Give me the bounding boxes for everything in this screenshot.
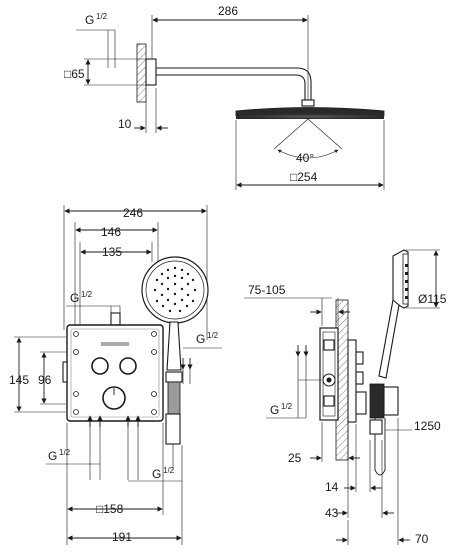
wall-range-label: 75-105 bbox=[248, 283, 286, 297]
mounting-box-inner bbox=[322, 331, 336, 417]
mixer-plate-inner bbox=[70, 328, 160, 418]
wall-flange bbox=[145, 58, 157, 86]
height-145-label: 145 bbox=[9, 373, 29, 387]
dim-25-label: 25 bbox=[288, 451, 302, 465]
holder-side-mount bbox=[383, 386, 399, 416]
hose-length-label: 1250 bbox=[414, 419, 441, 433]
g-half-bottom-right: G bbox=[152, 467, 161, 481]
total-width-label: 246 bbox=[123, 206, 143, 220]
g-half-top-head-frac: 1/2 bbox=[96, 12, 108, 21]
g-half-front-top-frac: 1/2 bbox=[81, 290, 93, 299]
g-half-front-top: G bbox=[70, 291, 79, 305]
wall-depth-label: 10 bbox=[118, 117, 132, 131]
shower-head-face bbox=[236, 114, 384, 119]
dim-70-label: 70 bbox=[415, 532, 429, 546]
head-connector bbox=[301, 99, 315, 107]
grohe-logo bbox=[101, 342, 129, 346]
hand-shower-side-nozzles bbox=[405, 264, 408, 299]
escutcheon-square-label: □65 bbox=[64, 67, 85, 81]
shower-arm bbox=[155, 67, 312, 101]
plate-screws bbox=[73, 331, 157, 415]
g-half-bottom-right-frac: 1/2 bbox=[163, 466, 175, 475]
height-96-label: 96 bbox=[38, 373, 52, 387]
g-half-side: G bbox=[270, 403, 279, 417]
hand-shower-handle bbox=[166, 321, 182, 371]
dim-43-label: 43 bbox=[325, 506, 339, 520]
top-outlet-stub bbox=[110, 312, 121, 326]
shower-head bbox=[235, 107, 385, 117]
knob-side-top bbox=[355, 351, 364, 365]
hose-connector bbox=[165, 413, 181, 445]
knob-side-bottom bbox=[355, 371, 364, 385]
arm-length-label: 286 bbox=[218, 4, 238, 18]
thermostat-side bbox=[355, 391, 367, 415]
side-view: 75-105 Ø115 G 1/2 1250 25 14 bbox=[244, 249, 447, 546]
g-half-front-right: G bbox=[196, 332, 205, 346]
dim-135-label: 135 bbox=[102, 245, 122, 259]
side-clip bbox=[62, 361, 68, 383]
hand-shower-face bbox=[145, 260, 205, 320]
head-shower-view: 40° 286 G 1/2 □65 10 □254 bbox=[64, 4, 385, 190]
thermostat-knob[interactable] bbox=[102, 386, 126, 410]
hand-diameter-label: Ø115 bbox=[418, 292, 447, 306]
spray-angle-label: 40° bbox=[296, 151, 314, 165]
shower-holder bbox=[165, 371, 183, 383]
front-view: 246 146 135 G 1/2 bbox=[9, 205, 222, 545]
dim-146-label: 146 bbox=[101, 225, 121, 239]
hose bbox=[374, 418, 386, 476]
hand-shower-side-handle bbox=[378, 298, 400, 379]
wall-elbow bbox=[167, 381, 181, 415]
wall-section-top bbox=[136, 43, 147, 103]
hand-shower-side-face bbox=[402, 253, 409, 305]
g-half-top-head: G bbox=[85, 13, 94, 27]
holder-side bbox=[369, 383, 385, 419]
g-half-front-right-frac: 1/2 bbox=[207, 331, 219, 340]
dim-14-label: 14 bbox=[325, 480, 339, 494]
hand-shower-nozzles bbox=[153, 266, 197, 313]
head-square-label: □254 bbox=[290, 170, 318, 184]
g-half-bottom-left: G bbox=[48, 449, 57, 463]
g-half-bottom-left-frac: 1/2 bbox=[59, 448, 71, 457]
plate-square-label: □158 bbox=[96, 502, 124, 516]
dim-191-label: 191 bbox=[112, 530, 132, 544]
diverter-button-left[interactable] bbox=[91, 357, 109, 375]
diverter-button-right[interactable] bbox=[119, 357, 137, 375]
hose-outlet bbox=[369, 419, 383, 435]
plate-side bbox=[347, 339, 357, 423]
g-half-side-frac: 1/2 bbox=[281, 402, 293, 411]
